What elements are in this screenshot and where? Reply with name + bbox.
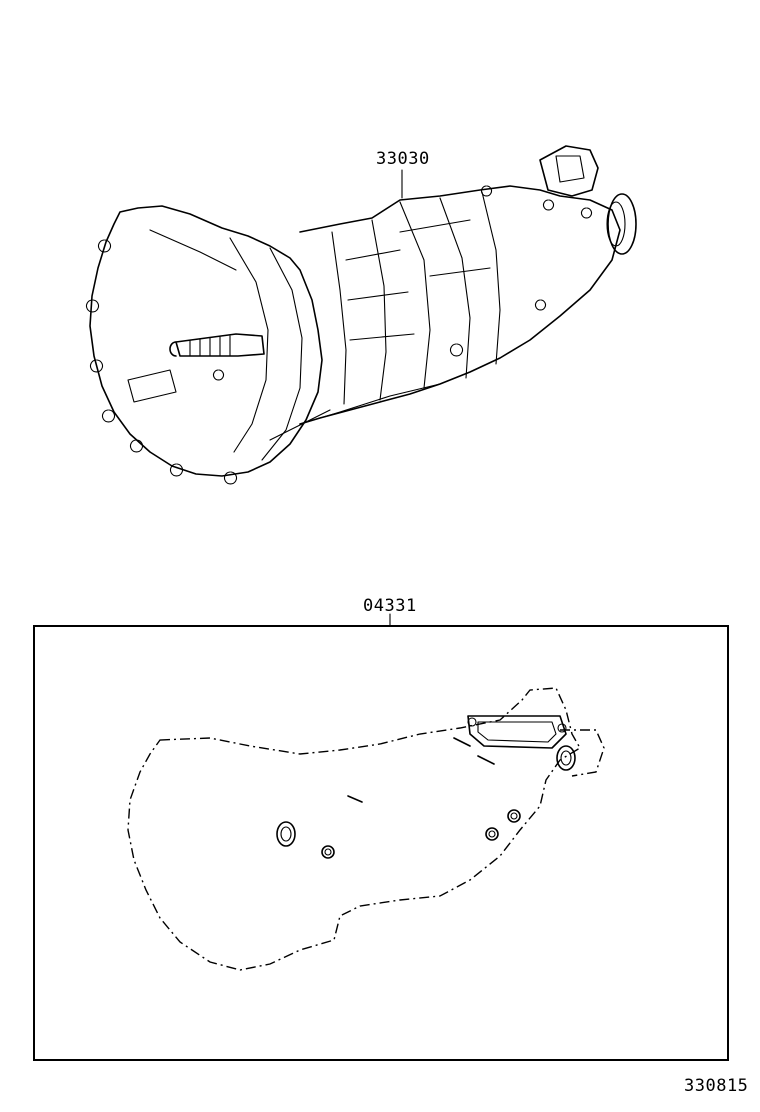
part-number-label-04331[interactable]: 04331 (363, 596, 417, 616)
figure-number-label: 330815 (684, 1076, 749, 1096)
part-number-label-33030[interactable]: 33030 (376, 149, 430, 169)
gasket-kit-drawing[interactable] (127, 687, 605, 971)
gasket-kit-frame (33, 625, 729, 1061)
transmission-assembly-drawing[interactable] (85, 145, 637, 485)
